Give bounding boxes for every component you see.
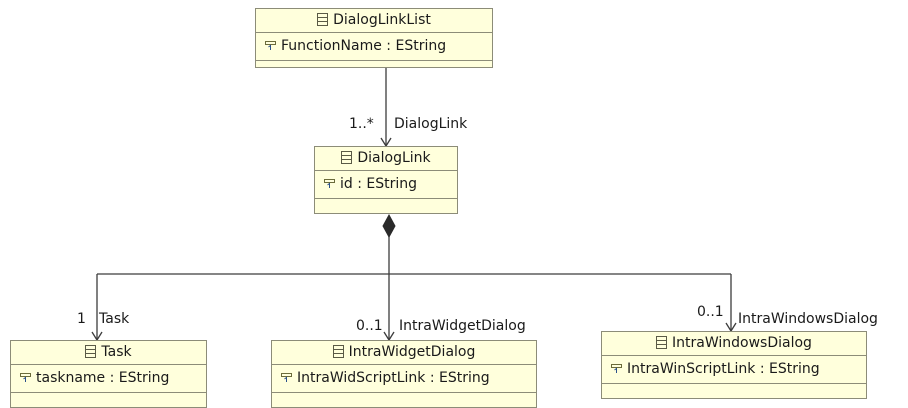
class-intrawidgetdialog[interactable]: IntraWidgetDialog IntraWidScriptLink : E… xyxy=(271,340,537,408)
eclass-icon xyxy=(341,150,353,164)
eclass-icon xyxy=(85,344,97,358)
attribute-compartment: FunctionName : EString xyxy=(256,33,492,61)
attribute-label: IntraWinScriptLink : EString xyxy=(627,361,820,377)
eattribute-icon xyxy=(281,372,292,383)
class-header: DialogLinkList xyxy=(256,9,492,33)
class-header: Task xyxy=(11,341,206,365)
class-header: IntraWindowsDialog xyxy=(602,332,866,356)
multiplicity-label: 1..* xyxy=(349,116,374,132)
class-name: IntraWindowsDialog xyxy=(672,335,812,351)
class-task[interactable]: Task taskname : EString xyxy=(10,340,207,408)
attribute-label: taskname : EString xyxy=(36,370,170,386)
class-intrawindowsdialog[interactable]: IntraWindowsDialog IntraWinScriptLink : … xyxy=(601,331,867,399)
reference-name-label: DialogLink xyxy=(394,116,468,132)
multiplicity-label: 0..1 xyxy=(356,318,383,334)
eclass-icon xyxy=(656,335,668,349)
class-name: IntraWidgetDialog xyxy=(348,344,476,360)
attribute-label: IntraWidScriptLink : EString xyxy=(297,370,490,386)
eattribute-icon xyxy=(324,178,335,189)
attribute-row[interactable]: IntraWinScriptLink : EString xyxy=(602,356,866,383)
attribute-compartment: id : EString xyxy=(315,171,457,199)
attribute-row[interactable]: FunctionName : EString xyxy=(256,33,492,60)
multiplicity-label: 0..1 xyxy=(697,304,724,320)
attribute-compartment: taskname : EString xyxy=(11,365,206,393)
eclass-icon xyxy=(332,344,344,358)
attribute-row[interactable]: taskname : EString xyxy=(11,365,206,392)
reference-name-label: IntraWidgetDialog xyxy=(399,318,526,334)
eclass-icon xyxy=(317,12,329,26)
multiplicity-label: 1 xyxy=(77,311,86,327)
eattribute-icon xyxy=(265,40,276,51)
eattribute-icon xyxy=(20,372,31,383)
reference-name-label: IntraWindowsDialog xyxy=(738,311,878,327)
reference-name-label: Task xyxy=(99,311,130,327)
attribute-row[interactable]: id : EString xyxy=(315,171,457,198)
class-header: DialogLink xyxy=(315,147,457,171)
attribute-row[interactable]: IntraWidScriptLink : EString xyxy=(272,365,536,392)
composition-diamond xyxy=(382,213,396,239)
class-name: DialogLinkList xyxy=(333,12,431,28)
attribute-compartment: IntraWinScriptLink : EString xyxy=(602,356,866,384)
class-dialoglink[interactable]: DialogLink id : EString xyxy=(314,146,458,214)
class-header: IntraWidgetDialog xyxy=(272,341,536,365)
class-name: Task xyxy=(101,344,132,360)
class-name: DialogLink xyxy=(357,150,431,166)
class-dialoglinklist[interactable]: DialogLinkList FunctionName : EString xyxy=(255,8,493,68)
attribute-label: id : EString xyxy=(340,176,418,192)
eattribute-icon xyxy=(611,363,622,374)
attribute-label: FunctionName : EString xyxy=(281,38,447,54)
attribute-compartment: IntraWidScriptLink : EString xyxy=(272,365,536,393)
